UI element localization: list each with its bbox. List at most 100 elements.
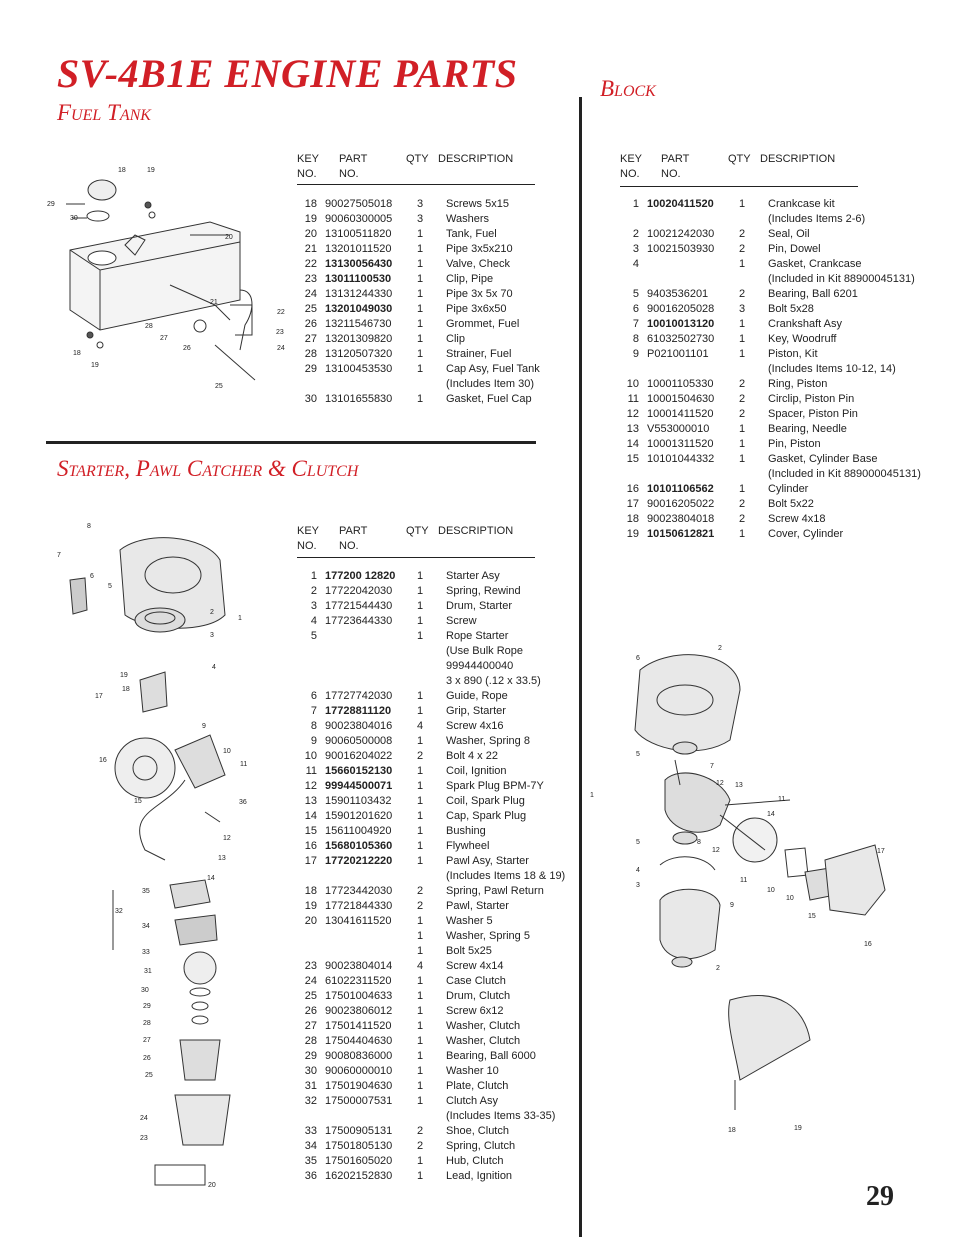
cell-key: 21	[304, 243, 317, 255]
cell-qty	[417, 869, 446, 884]
cell-part: 10021242030	[647, 228, 715, 240]
table-row: (Use Bulk Rope	[297, 644, 566, 659]
cell-desc: Valve, Check	[446, 258, 510, 270]
starter-callout: 6	[90, 573, 94, 580]
cell-part: 15680105360	[325, 840, 393, 852]
block-callout: 7	[710, 763, 714, 770]
table-row: (Included in Kit 88900045131)	[620, 272, 921, 287]
cell-part	[647, 467, 739, 482]
fuel-callout: 28	[145, 323, 153, 330]
cell-desc: Coil, Spark Plug	[446, 795, 525, 807]
cell-desc: Cover, Cylinder	[768, 528, 844, 540]
starter-callout: 11	[240, 761, 247, 768]
cell-part: 17721544430	[325, 600, 393, 612]
cell-qty: 1	[417, 615, 424, 627]
block-callout: 4	[636, 867, 640, 874]
cell-part	[325, 1109, 417, 1124]
cell-desc: Flywheel	[446, 840, 490, 852]
fuel-callout: 29	[47, 201, 55, 208]
cell-part: 17501904630	[325, 1080, 393, 1092]
starter-callout: 15	[134, 798, 142, 805]
starter-callout: 17	[95, 693, 103, 700]
cell-desc: Spring, Clutch	[446, 1140, 516, 1152]
cell-key: 8	[632, 333, 639, 345]
cell-key: 17	[626, 498, 639, 510]
cell-qty: 1	[739, 318, 746, 330]
cell-part: 15901201620	[325, 810, 393, 822]
cell-key: 26	[304, 318, 317, 330]
cell-qty: 2	[417, 1125, 424, 1137]
starter-callout: 1	[238, 615, 242, 622]
cell-part: 90080836000	[325, 1050, 393, 1062]
cell-key: 2	[310, 585, 317, 597]
block-callout: 13	[735, 782, 743, 789]
fuel-callout: 27	[160, 335, 168, 342]
fuel-callout: 20	[225, 234, 233, 241]
cell-qty: 1	[417, 228, 424, 240]
cell-qty: 1	[417, 348, 424, 360]
cell-part	[325, 644, 417, 659]
cell-qty	[739, 272, 768, 287]
starter-callout: 24	[140, 1115, 148, 1122]
cell-qty: 1	[417, 705, 424, 717]
cell-desc: Bearing, Ball 6201	[768, 288, 858, 300]
cell-part: 16202152830	[325, 1170, 393, 1182]
cell-part	[647, 362, 739, 377]
cell-key: 6	[310, 690, 317, 702]
cell-qty: 3	[417, 213, 424, 225]
starter-callout: 10	[223, 748, 231, 755]
cell-qty: 1	[417, 258, 424, 270]
cell-desc: Clutch Asy	[446, 1095, 498, 1107]
cell-key: 35	[304, 1155, 317, 1167]
cell-key	[297, 674, 325, 689]
cell-qty: 2	[739, 243, 746, 255]
cell-part: P021001101	[647, 348, 709, 360]
cell-qty: 1	[417, 1095, 424, 1107]
header-description: DESCRIPTION	[438, 525, 514, 537]
fuel-callout: 19	[91, 362, 99, 369]
header-key-no: NO.	[620, 168, 640, 180]
block-callout: 11	[778, 796, 785, 803]
cell-desc: Screws 5x15	[446, 198, 509, 210]
cell-desc: Clip	[446, 333, 465, 345]
cell-part	[325, 944, 417, 959]
block-callout: 10	[786, 895, 794, 902]
cell-key: 23	[304, 960, 317, 972]
header-key-no: NO.	[297, 540, 317, 552]
cell-desc: Spring, Rewind	[446, 585, 521, 597]
fuel-tank-table-header: KEY NO. PART NO. QTY DESCRIPTION	[297, 152, 537, 184]
cell-key: 26	[304, 1005, 317, 1017]
cell-part	[325, 929, 417, 944]
cell-qty: 1	[417, 825, 424, 837]
table-row: (Includes Item 30)	[297, 377, 566, 392]
fuel-tank-header-rule	[297, 184, 535, 185]
cell-part: 90023806012	[325, 1005, 393, 1017]
cell-part: 10021503930	[647, 243, 715, 255]
cell-qty	[739, 467, 768, 482]
cell-desc: Gasket, Cylinder Base	[768, 453, 878, 465]
starter-heading: Starter, Pawl Catcher & Clutch	[57, 456, 359, 481]
cell-desc: 99944400040	[446, 660, 514, 672]
cell-key	[620, 272, 647, 287]
table-row: (Included in Kit 889000045131)	[620, 467, 921, 482]
cell-desc: Clip, Pipe	[446, 273, 494, 285]
cell-qty	[417, 674, 446, 689]
starter-callout: 8	[87, 523, 91, 530]
